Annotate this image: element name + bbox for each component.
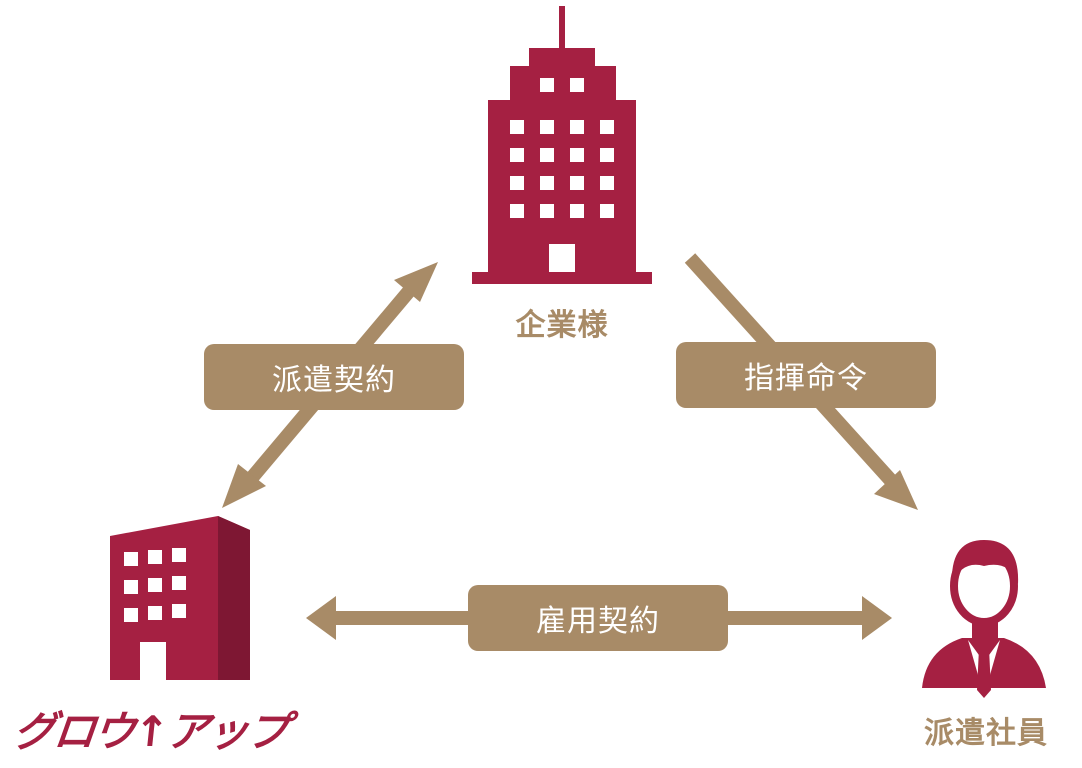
- command-label: 指揮命令: [676, 342, 936, 408]
- dispatch-contract-label: 派遣契約: [204, 344, 464, 410]
- company-logo: グロウ↑アップ: [11, 707, 290, 756]
- staff-label: 派遣社員: [924, 716, 1048, 751]
- employment-contract-label: 雇用契約: [468, 585, 728, 651]
- client-label: 企業様: [515, 308, 609, 343]
- skyscraper-icon: [472, 6, 652, 284]
- office-building-icon: [110, 516, 250, 680]
- businessman-icon: [922, 540, 1046, 698]
